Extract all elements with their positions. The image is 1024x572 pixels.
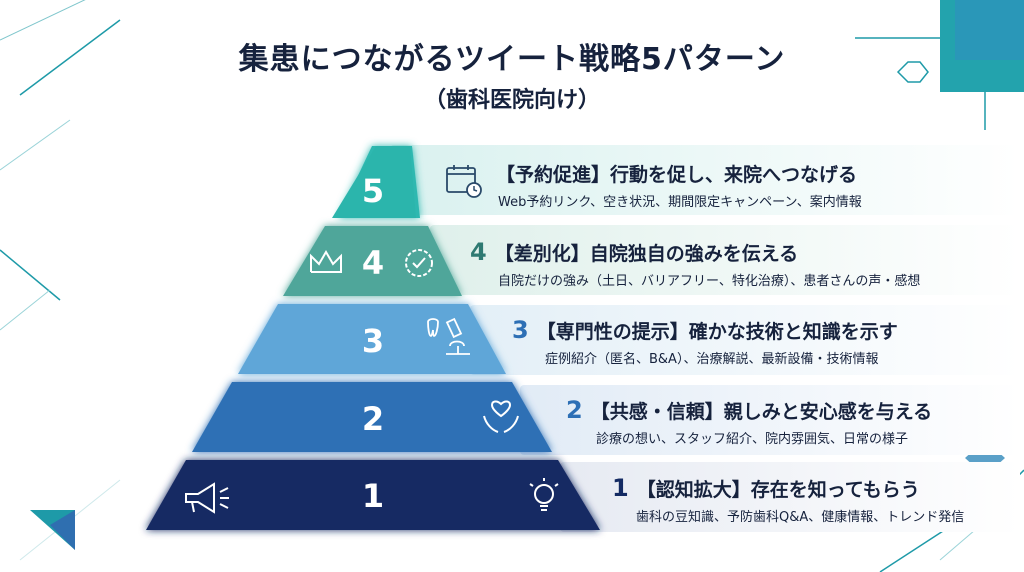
crown-icon <box>310 250 342 273</box>
band-level-1 <box>560 462 1020 532</box>
pyramid-tier-4 <box>283 226 462 296</box>
band-level-4 <box>430 225 1020 295</box>
level-1-desc: 歯科の豆知識、予防歯科Q&A、健康情報、トレンド発信 <box>636 510 965 525</box>
lightbulb-icon <box>529 478 559 511</box>
level-3-title: 3【専門性の提示】確かな技術と知識を示す <box>512 316 898 344</box>
level-5-desc: Web予約リンク、空き状況、期間限定キャンペーン、案内情報 <box>498 195 862 210</box>
badge-check-icon <box>405 249 433 277</box>
level-1-title: 1【認知拡大】存在を知ってもらう <box>612 474 920 502</box>
calendar-icon <box>446 165 482 198</box>
level-2-title: 2【共感・信頼】親しみと安心感を与える <box>566 396 933 424</box>
page-subtitle: （歯科医院向け） <box>423 88 600 113</box>
tooth-microscope-icon <box>427 317 470 355</box>
megaphone-icon <box>185 482 229 514</box>
band-level-2 <box>520 385 1020 455</box>
level-5-title: 【予約促進】行動を促し、来院へつなげる <box>496 164 858 186</box>
pyramid-level-3: 3 <box>361 322 385 360</box>
pyramid-level-4: 4 <box>361 244 385 282</box>
band-level-3 <box>470 305 1020 375</box>
pyramid-tier-5-apex <box>332 146 416 218</box>
pyramid-level-5: 5 <box>361 172 385 210</box>
pyramid-tier-2 <box>192 382 552 452</box>
page-title: 集患につながるツイート戦略5パターン <box>238 42 786 77</box>
level-4-desc: 自院だけの強み（土日、バリアフリー、特化治療）、患者さんの声・感想 <box>498 274 921 289</box>
pyramid-tier-1 <box>146 460 600 530</box>
pyramid-tier-3 <box>238 304 506 374</box>
level-2-desc: 診療の想い、スタッフ紹介、院内雰囲気、日常の様子 <box>596 432 909 447</box>
heart-hands-icon <box>483 400 519 433</box>
level-4-title: 4【差別化】自院独自の強みを伝える <box>470 238 799 266</box>
pyramid-level-1: 1 <box>361 477 385 515</box>
level-3-desc: 症例紹介（匿名、B&A）、治療解説、最新設備・技術情報 <box>545 352 879 367</box>
band-level-5 <box>390 145 1020 215</box>
pyramid-level-2: 2 <box>361 400 385 438</box>
